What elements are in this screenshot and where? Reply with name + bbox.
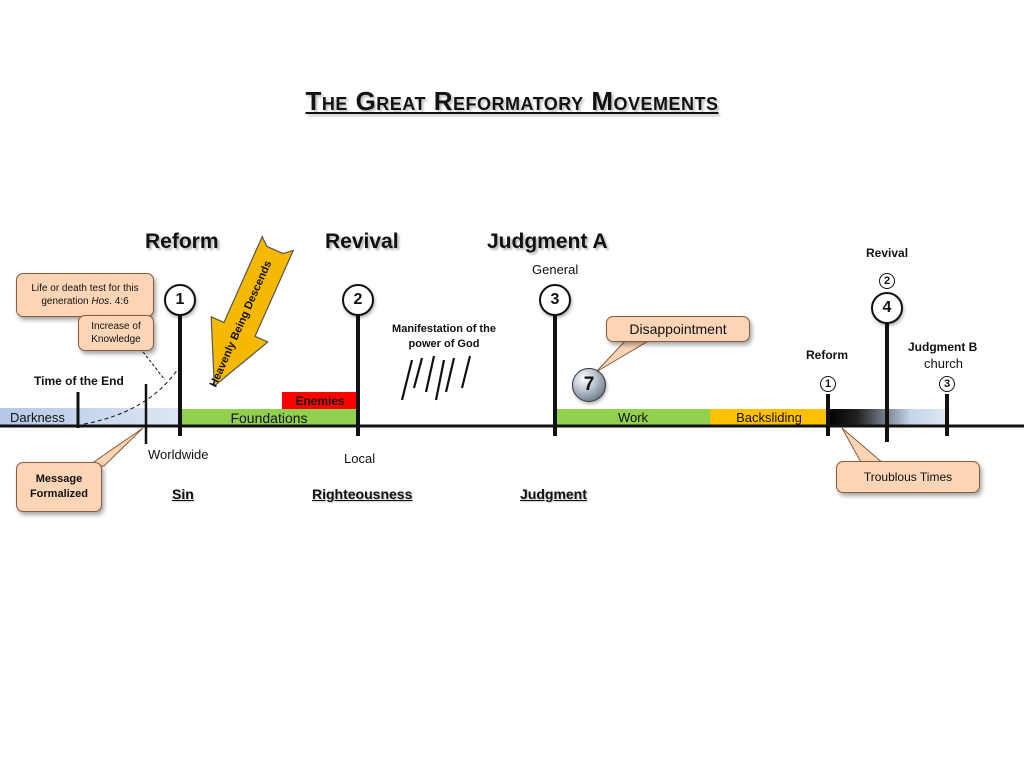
header-reform: Reform — [145, 230, 219, 253]
judgment-b-label: Judgment B — [908, 340, 978, 354]
troublous-times-callout: Troublous Times — [836, 461, 980, 493]
work-bar: Work — [556, 409, 710, 426]
header-judgment-a: Judgment A — [487, 230, 608, 253]
enemies-label: Enemies — [295, 393, 345, 408]
message-callout-tail — [86, 427, 144, 467]
small-marker-3: 3 — [939, 376, 955, 392]
message-formalized-callout: Message Formalized — [16, 462, 102, 512]
disappointment-callout-tail — [595, 339, 652, 373]
righteousness-label: Righteousness — [312, 486, 413, 502]
time-of-end-label: Time of the End — [34, 374, 124, 388]
work-label: Work — [617, 410, 649, 425]
increase-knowledge-text: Increase of Knowledge — [91, 321, 141, 345]
knowledge-pointer-dashed — [139, 347, 166, 381]
darkness-label: Darkness — [10, 409, 65, 425]
marker-4: 4 — [871, 292, 903, 324]
darkness-bar: Darkness — [0, 408, 180, 426]
disappointment-callout: Disappointment — [606, 316, 750, 342]
small-marker-2: 2 — [879, 273, 895, 289]
heavenly-arrow — [210, 235, 295, 388]
foundations-bar: Foundations — [180, 409, 358, 426]
backsliding-label: Backsliding — [736, 410, 802, 425]
backsliding-bar: Backsliding — [710, 409, 828, 426]
small-marker-1: 1 — [820, 376, 836, 392]
life-or-death-text: Life or death test for this generation H… — [31, 283, 139, 307]
message-formalized-text: Message Formalized — [29, 473, 89, 500]
marker-3: 3 — [539, 284, 571, 316]
local-label: Local — [344, 451, 376, 466]
marker-2: 2 — [342, 284, 374, 316]
enemies-bar: Enemies — [282, 392, 358, 409]
sin-label: Sin — [172, 486, 194, 502]
page-title: The Great Reformatory Movements — [305, 86, 719, 116]
foundations-label: Foundations — [230, 409, 308, 426]
troublous-callout-tail — [841, 427, 886, 465]
marker-1: 1 — [164, 284, 196, 316]
life-or-death-callout: Life or death test for this generation H… — [16, 273, 154, 317]
church-label: church — [924, 356, 964, 371]
revival-right-label: Revival — [866, 246, 909, 260]
header-revival: Revival — [325, 230, 399, 253]
reform-right-label: Reform — [806, 348, 849, 362]
general-label: General — [532, 262, 579, 277]
worldwide-label: Worldwide — [148, 447, 209, 462]
power-strokes — [400, 355, 472, 401]
marker-7-ball: 7 — [572, 368, 606, 402]
disappointment-text: Disappointment — [629, 321, 727, 337]
manifestation-label: Manifestation of the power of God — [392, 323, 496, 350]
troublous-times-text: Troublous Times — [863, 470, 953, 484]
judgment-label: Judgment — [520, 486, 587, 502]
increase-knowledge-callout: Increase of Knowledge — [78, 315, 154, 351]
